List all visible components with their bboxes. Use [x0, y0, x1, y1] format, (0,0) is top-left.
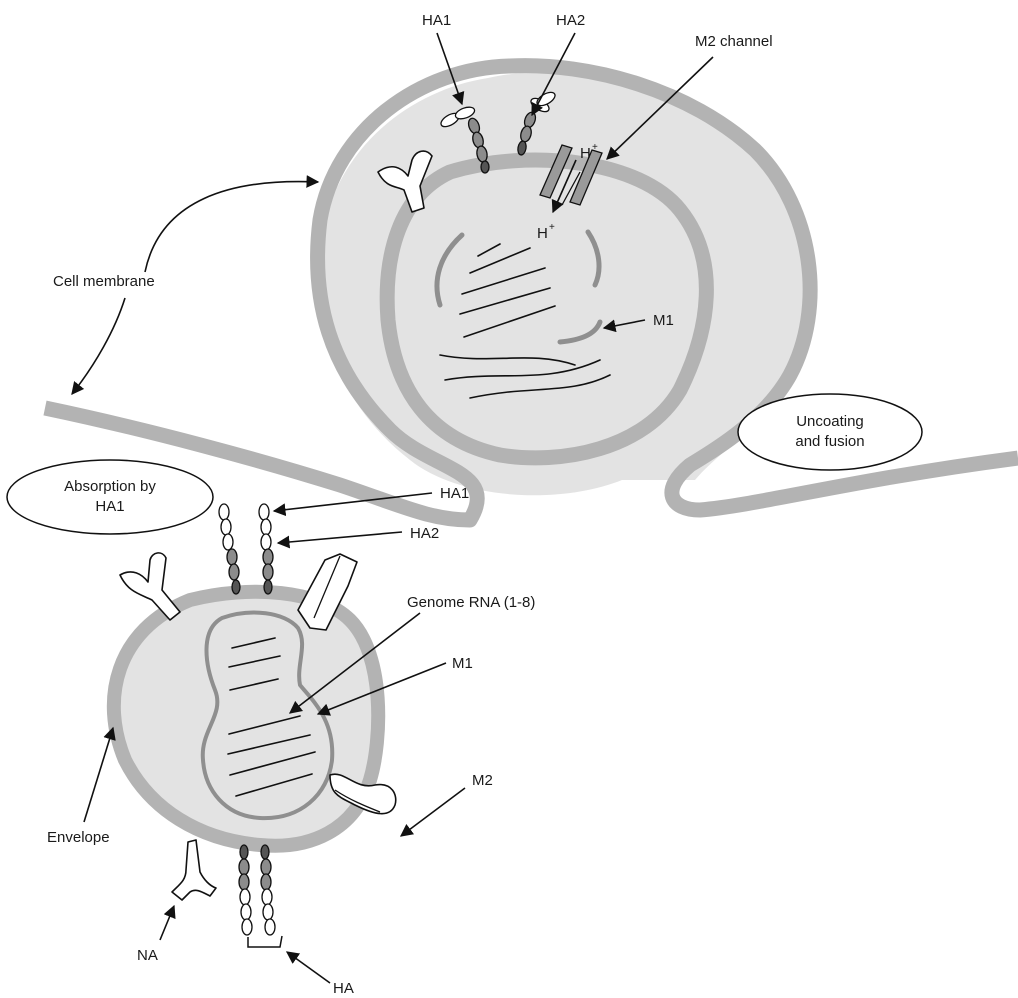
label-m1-bottom: M1	[452, 655, 473, 672]
ha1-bead	[221, 519, 231, 535]
label-h-plus-bottom: H	[537, 225, 548, 242]
na-protein-bottom-upper	[120, 553, 180, 620]
ha1-bead	[242, 919, 252, 935]
uncoating-text-line2: and fusion	[795, 433, 864, 450]
label-h-plus-top-sup: +	[592, 142, 598, 153]
ha1-bead	[223, 534, 233, 550]
label-na: NA	[137, 947, 158, 964]
arrow-cell-membrane-up	[145, 182, 318, 272]
ha-spike-bottom-top-right	[259, 504, 273, 594]
ha2-bead	[264, 580, 272, 594]
absorption-callout: Absorption by HA1	[7, 460, 213, 534]
uncoating-callout: Uncoating and fusion	[738, 394, 922, 470]
label-ha1-mid: HA1	[440, 485, 469, 502]
uncoating-ellipse	[738, 394, 922, 470]
arrow-ha-bottom	[287, 952, 330, 983]
ha1-bead	[261, 534, 271, 550]
virion-bottom	[114, 592, 378, 846]
ha1-bead	[262, 889, 272, 905]
ha-spike-bottom-top-left	[219, 504, 240, 594]
ha2-bead	[263, 564, 273, 580]
absorption-text-line2: HA1	[95, 498, 124, 515]
arrow-na	[160, 906, 174, 940]
label-genome-rna: Genome RNA (1-8)	[407, 594, 535, 611]
arrow-m2-bottom	[401, 788, 465, 836]
arrow-cell-membrane-down	[72, 298, 125, 394]
label-cell-membrane: Cell membrane	[53, 273, 155, 290]
label-h-plus-bottom-sup: +	[549, 222, 555, 233]
ha1-bead	[265, 919, 275, 935]
ha2-bead	[239, 859, 249, 875]
ha2-bead	[263, 549, 273, 565]
ha2-bead	[261, 859, 271, 875]
ha2-bead	[232, 580, 240, 594]
na-protein-bottom-lower	[172, 840, 216, 900]
absorption-text-line1: Absorption by	[64, 478, 156, 495]
ha2-bead	[481, 161, 489, 173]
ha1-bead	[241, 904, 251, 920]
label-m2-bottom: M2	[472, 772, 493, 789]
ha1-bead	[263, 904, 273, 920]
ha2-bead	[229, 564, 239, 580]
label-ha2-mid: HA2	[410, 525, 439, 542]
ha2-bead	[239, 874, 249, 890]
ha1-bead	[240, 889, 250, 905]
ha-spike-bottom-lower-right	[261, 845, 275, 935]
ha2-bead	[240, 845, 248, 859]
ha-spike-bottom-lower-left	[239, 845, 252, 935]
arrow-ha2-mid	[278, 532, 402, 543]
absorption-ellipse	[7, 460, 213, 534]
ha1-bead	[219, 504, 229, 520]
label-envelope: Envelope	[47, 829, 110, 846]
label-ha-bottom: HA	[333, 980, 354, 997]
ha1-bead	[261, 519, 271, 535]
ha2-bead	[261, 845, 269, 859]
uncoating-text-line1: Uncoating	[796, 413, 864, 430]
label-m1-top: M1	[653, 312, 674, 329]
ha1-bead	[259, 504, 269, 520]
ha-bracket	[248, 936, 282, 947]
arrow-envelope	[84, 728, 113, 822]
label-h-plus-top: H	[580, 145, 591, 162]
label-ha2-top: HA2	[556, 12, 585, 29]
ha2-bead	[227, 549, 237, 565]
label-m2-channel: M2 channel	[695, 33, 773, 50]
ha2-bead	[261, 874, 271, 890]
label-ha1-top: HA1	[422, 12, 451, 29]
